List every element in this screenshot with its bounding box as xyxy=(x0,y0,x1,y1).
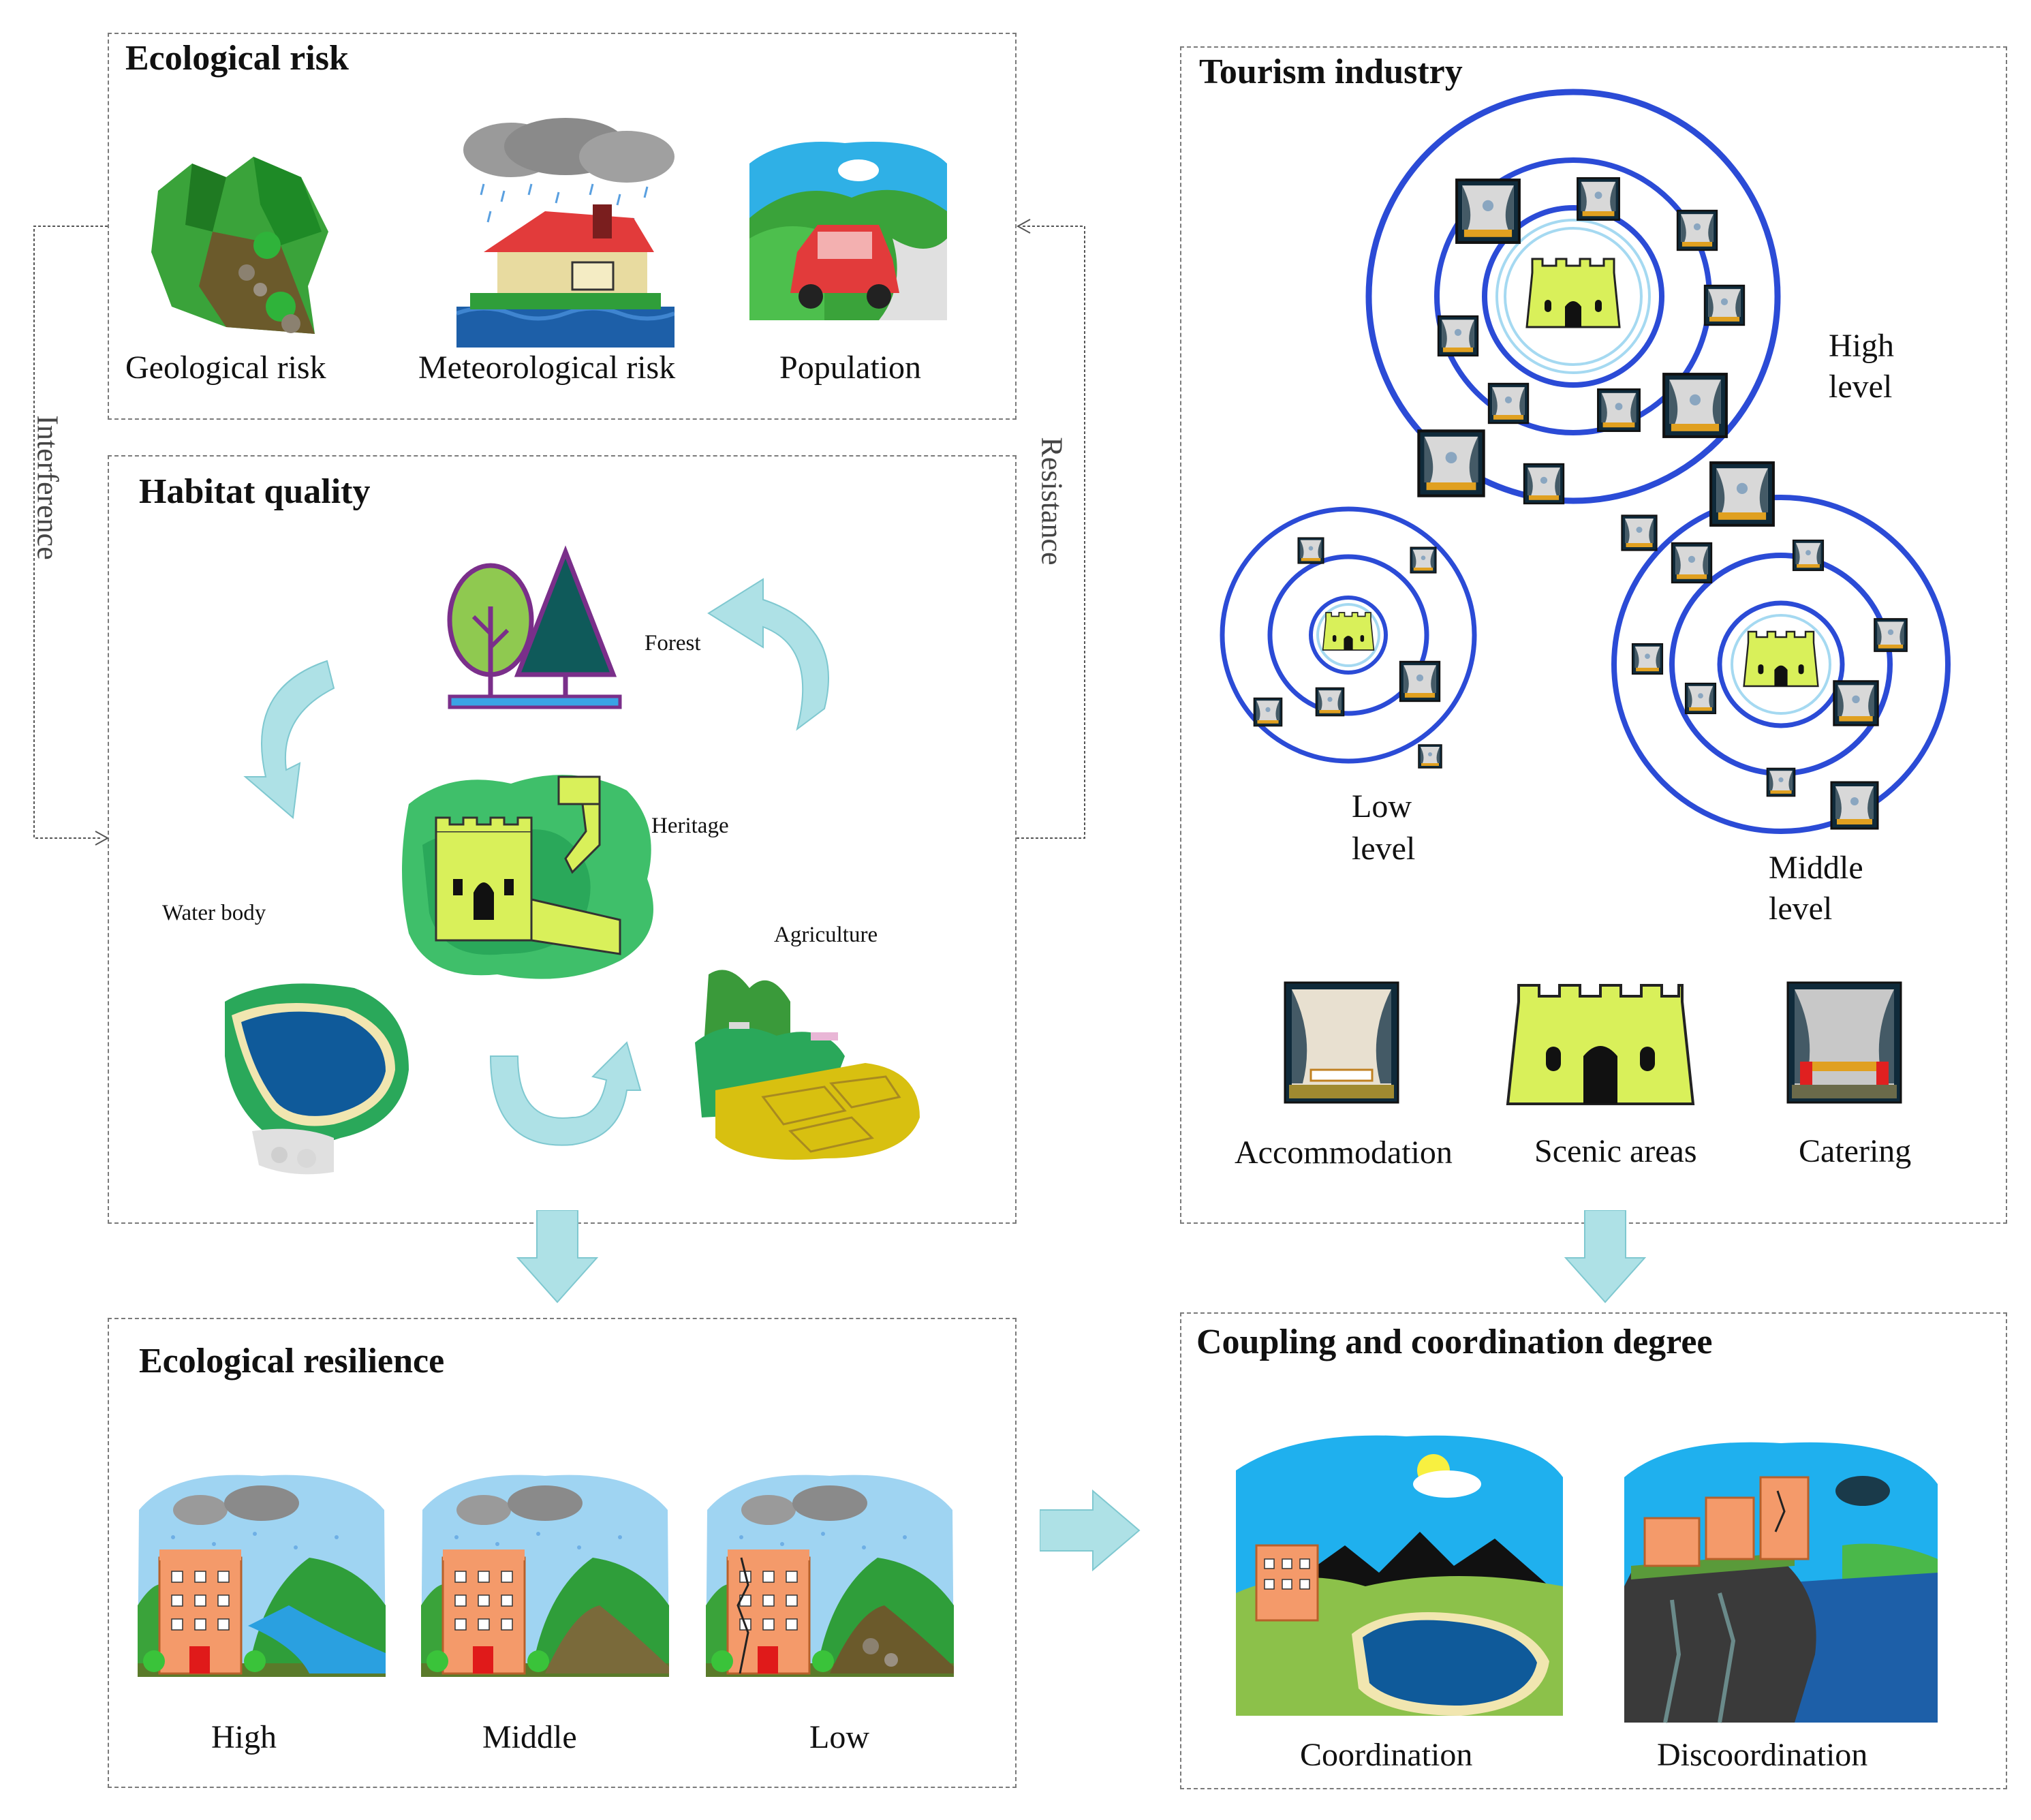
resilience-middle-label: Middle xyxy=(482,1719,577,1755)
heritage-label: Heritage xyxy=(651,814,729,838)
interference-label: Interference xyxy=(31,415,65,560)
car-traffic-icon xyxy=(749,142,947,320)
resilience-high-label: High xyxy=(211,1719,277,1755)
middle-level-label-line1: Middle xyxy=(1769,850,1863,886)
discoordination-scene xyxy=(1624,1442,1938,1723)
high-level-label-line1: High xyxy=(1829,328,1894,364)
accommodation-icon xyxy=(1284,981,1399,1104)
geological-risk-label: Geological risk xyxy=(125,350,326,386)
population-label: Population xyxy=(779,350,922,386)
low-level-label-line2: level xyxy=(1352,831,1416,867)
coupling-coordination-panel: Coupling and coordination degree Coordin… xyxy=(1180,1312,2007,1789)
cycle-arrows xyxy=(243,578,829,1146)
scenic-areas-label: Scenic areas xyxy=(1534,1133,1697,1169)
low-level-label-line1: Low xyxy=(1352,788,1412,824)
ecological-resilience-panel: Ecological resilience xyxy=(108,1318,1017,1788)
high-level-label-line2: level xyxy=(1829,369,1893,405)
coordination-label: Coordination xyxy=(1300,1737,1473,1773)
right-arrow xyxy=(1040,1490,1141,1571)
farmland-icon xyxy=(695,970,920,1160)
tourism-rings-diagram xyxy=(1220,89,1951,834)
ecological-risk-title: Ecological risk xyxy=(125,39,349,78)
habitat-quality-panel: Habitat quality Forest Heritage Water bo… xyxy=(108,455,1017,1224)
lake-icon xyxy=(225,983,409,1175)
forest-label: Forest xyxy=(645,631,701,655)
resistance-label: Resistance xyxy=(1035,437,1069,566)
ecological-resilience-title: Ecological resilience xyxy=(139,1342,445,1381)
flood-house-icon xyxy=(456,118,675,348)
meteorological-risk-label: Meteorological risk xyxy=(418,350,676,386)
catering-label: Catering xyxy=(1799,1133,1912,1169)
water-body-label: Water body xyxy=(162,901,266,925)
resilience-scenes xyxy=(136,1474,955,1678)
tourism-industry-title: Tourism industry xyxy=(1199,52,1463,91)
catering-icon xyxy=(1786,981,1902,1104)
tourism-industry-panel: Tourism industry xyxy=(1180,46,2007,1224)
down-arrow-right xyxy=(1564,1210,1646,1304)
middle-level-label-line2: level xyxy=(1769,891,1833,927)
forest-icon xyxy=(447,545,622,709)
resilience-low-label: Low xyxy=(809,1719,869,1755)
great-wall-icon xyxy=(402,775,653,979)
agriculture-label: Agriculture xyxy=(774,923,878,947)
down-arrow-left xyxy=(516,1210,598,1304)
discoordination-label: Discoordination xyxy=(1657,1737,1868,1773)
landslide-icon xyxy=(151,157,328,334)
habitat-quality-title: Habitat quality xyxy=(139,472,371,511)
accommodation-label: Accommodation xyxy=(1235,1135,1453,1171)
coupling-coordination-title: Coupling and coordination degree xyxy=(1196,1323,1713,1361)
scenic-area-icon xyxy=(1506,984,1695,1105)
ecological-risk-panel: Ecological risk Geological risk Mete xyxy=(108,33,1017,420)
coordination-scene xyxy=(1236,1435,1563,1716)
